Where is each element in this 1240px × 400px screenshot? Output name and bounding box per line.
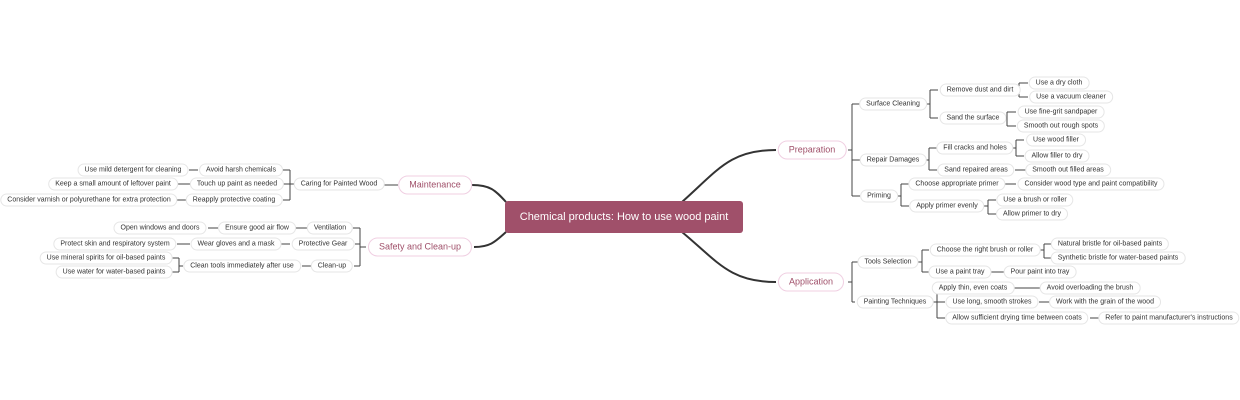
topic-manufacturer[interactable]: Refer to paint manufacturer's instructio… <box>1098 311 1240 325</box>
topic-repair-damages[interactable]: Repair Damages <box>859 153 927 167</box>
topic-protect-skin[interactable]: Protect skin and respiratory system <box>53 237 177 251</box>
topic-wood-type[interactable]: Consider wood type and paint compatibili… <box>1017 177 1165 191</box>
topic-sand-surface[interactable]: Sand the surface <box>939 111 1007 125</box>
topic-mineral-spirits[interactable]: Use mineral spirits for oil-based paints <box>39 251 173 265</box>
topic-touch-up[interactable]: Touch up paint as needed <box>189 177 285 191</box>
topic-smooth-strokes[interactable]: Use long, smooth strokes <box>945 295 1039 309</box>
topic-dry-cloth[interactable]: Use a dry cloth <box>1028 76 1090 90</box>
branch-application[interactable]: Application <box>777 272 845 292</box>
topic-gloves-mask[interactable]: Wear gloves and a mask <box>190 237 282 251</box>
branch-preparation[interactable]: Preparation <box>777 140 847 160</box>
topic-natural-bristle[interactable]: Natural bristle for oil-based paints <box>1050 237 1170 251</box>
topic-smooth-rough[interactable]: Smooth out rough spots <box>1016 119 1106 133</box>
topic-surface-cleaning[interactable]: Surface Cleaning <box>859 97 927 111</box>
topic-painting-techniques[interactable]: Painting Techniques <box>856 295 934 309</box>
topic-avoid-overloading[interactable]: Avoid overloading the brush <box>1039 281 1141 295</box>
topic-sand-repaired[interactable]: Sand repaired areas <box>937 163 1015 177</box>
topic-fine-grit[interactable]: Use fine-grit sandpaper <box>1017 105 1105 119</box>
topic-primer-dry[interactable]: Allow primer to dry <box>996 207 1068 221</box>
topic-mild-detergent[interactable]: Use mild detergent for cleaning <box>77 163 189 177</box>
topic-thin-coats[interactable]: Apply thin, even coats <box>931 281 1015 295</box>
topic-varnish[interactable]: Consider varnish or polyurethane for ext… <box>0 193 178 207</box>
topic-smooth-filled[interactable]: Smooth out filled areas <box>1025 163 1111 177</box>
topic-drying-time[interactable]: Allow sufficient drying time between coa… <box>945 311 1089 325</box>
topic-leftover-paint[interactable]: Keep a small amount of leftover paint <box>48 177 178 191</box>
topic-paint-tray[interactable]: Use a paint tray <box>928 265 992 279</box>
topic-open-windows[interactable]: Open windows and doors <box>113 221 207 235</box>
topic-fill-cracks[interactable]: Fill cracks and holes <box>936 141 1014 155</box>
branch-safety-cleanup[interactable]: Safety and Clean-up <box>367 237 473 257</box>
topic-choose-brush[interactable]: Choose the right brush or roller <box>929 243 1041 257</box>
root-topic[interactable]: Chemical products: How to use wood paint <box>505 201 743 233</box>
topic-grain[interactable]: Work with the grain of the wood <box>1049 295 1161 309</box>
topic-air-flow[interactable]: Ensure good air flow <box>218 221 296 235</box>
topic-apply-primer[interactable]: Apply primer evenly <box>909 199 985 213</box>
topic-tools-selection[interactable]: Tools Selection <box>857 255 919 269</box>
topic-clean-up[interactable]: Clean-up <box>310 259 354 273</box>
topic-wood-filler[interactable]: Use wood filler <box>1026 133 1086 147</box>
topic-remove-dust[interactable]: Remove dust and dirt <box>939 83 1021 97</box>
topic-brush-roller[interactable]: Use a brush or roller <box>996 193 1074 207</box>
topic-clean-tools[interactable]: Clean tools immediately after use <box>183 259 301 273</box>
topic-water-based[interactable]: Use water for water-based paints <box>55 265 173 279</box>
topic-choose-primer[interactable]: Choose appropriate primer <box>908 177 1006 191</box>
topic-ventilation[interactable]: Ventilation <box>306 221 354 235</box>
topic-filler-dry[interactable]: Allow filler to dry <box>1024 149 1090 163</box>
topic-caring[interactable]: Caring for Painted Wood <box>293 177 385 191</box>
topic-pour-paint[interactable]: Pour paint into tray <box>1003 265 1077 279</box>
branch-maintenance[interactable]: Maintenance <box>398 175 472 195</box>
topic-avoid-harsh[interactable]: Avoid harsh chemicals <box>199 163 283 177</box>
topic-reapply[interactable]: Reapply protective coating <box>185 193 283 207</box>
topic-vacuum[interactable]: Use a vacuum cleaner <box>1029 90 1113 104</box>
topic-protective-gear[interactable]: Protective Gear <box>291 237 355 251</box>
topic-priming[interactable]: Priming <box>860 189 898 203</box>
topic-synthetic-bristle[interactable]: Synthetic bristle for water-based paints <box>1050 251 1186 265</box>
